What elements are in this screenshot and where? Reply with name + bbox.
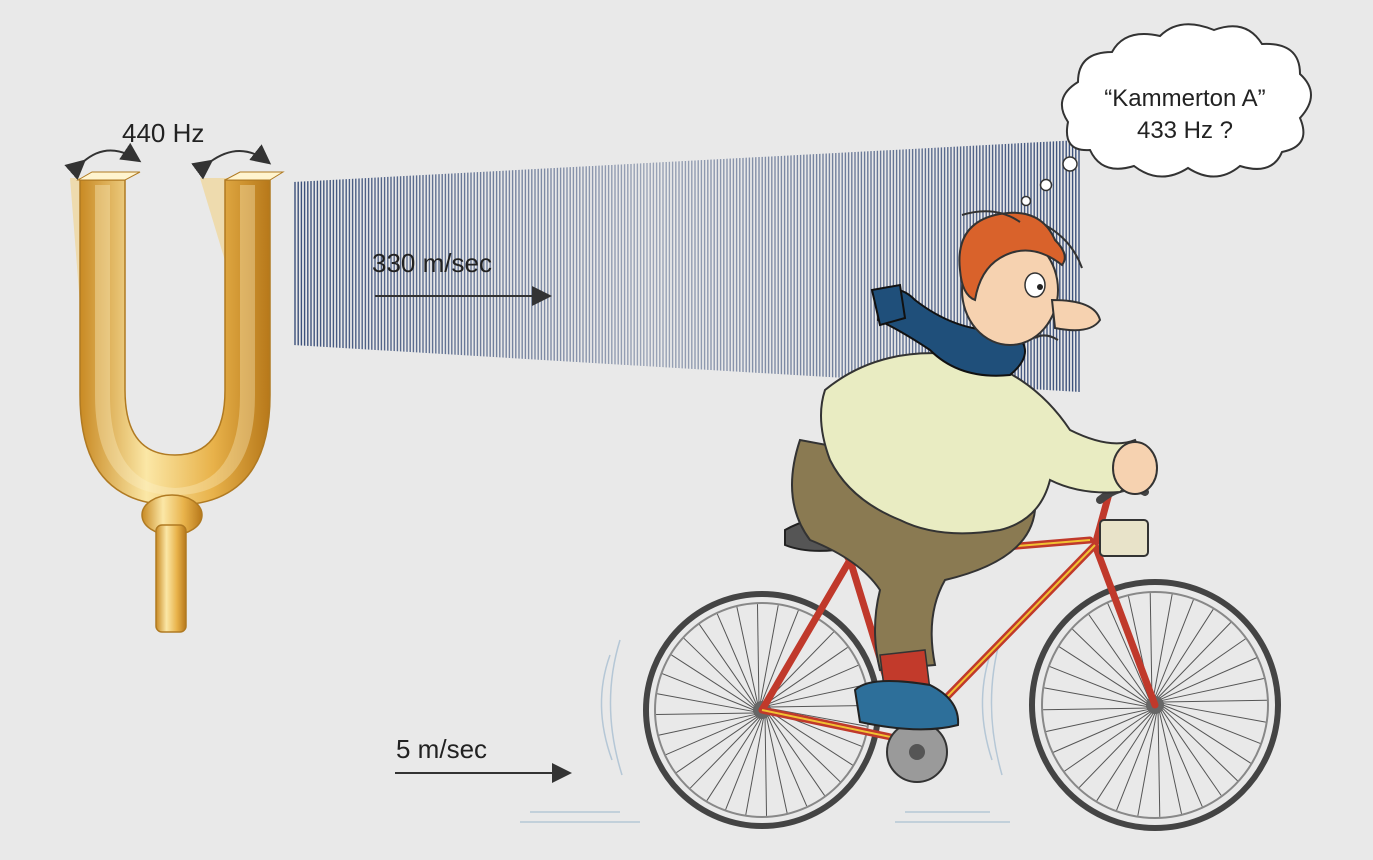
bike-speed-label: 5 m/sec xyxy=(396,734,487,764)
thought-line-1: “Kammerton A” xyxy=(1104,85,1265,112)
frequency-label: 440 Hz xyxy=(122,118,204,148)
sound-speed-label: 330 m/sec xyxy=(372,248,492,278)
thought-line-2: 433 Hz ? xyxy=(1137,117,1233,144)
